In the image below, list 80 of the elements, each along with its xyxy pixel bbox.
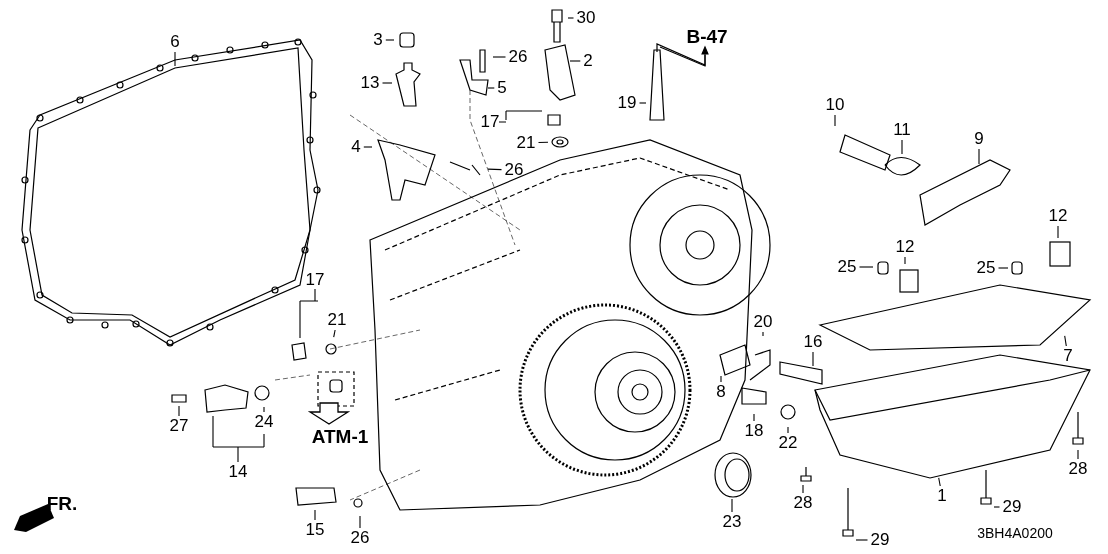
- callout-number: 15: [304, 521, 326, 539]
- drawing-number: 3BH4A0200: [977, 525, 1053, 541]
- leader-line: [498, 110, 543, 123]
- leader-line: [487, 168, 503, 171]
- callout-number: 10: [824, 96, 846, 114]
- leader-line: [333, 329, 336, 338]
- leader-line: [314, 509, 316, 521]
- leader-line: [212, 415, 265, 463]
- leader-line: [762, 331, 764, 337]
- leader-line: [720, 375, 722, 383]
- leader-line: [802, 484, 804, 494]
- leader-line: [299, 288, 319, 339]
- callout-number: 6: [169, 33, 181, 51]
- callout-number: 3: [372, 31, 384, 49]
- callout-number: 25: [836, 258, 858, 276]
- leader-line: [997, 267, 1009, 269]
- leader-line: [993, 506, 1001, 508]
- leader-line: [1064, 335, 1067, 347]
- callout-number: 21: [515, 134, 537, 152]
- leader-line: [978, 148, 980, 165]
- leader-line: [174, 51, 176, 67]
- leader-line: [537, 141, 549, 144]
- callout-number: 22: [777, 434, 799, 452]
- leader-line: [855, 539, 869, 541]
- reference-label: FR.: [46, 493, 78, 515]
- callout-number: 27: [168, 417, 190, 435]
- leader-line: [381, 82, 393, 84]
- callout-number: 28: [792, 494, 814, 512]
- leader-line: [1057, 225, 1059, 239]
- callout-number: 25: [975, 259, 997, 277]
- callout-number: 16: [802, 333, 824, 351]
- leader-line: [731, 498, 733, 513]
- leader-line: [938, 477, 941, 487]
- callout-number: 12: [1047, 207, 1069, 225]
- callout-number: 11: [892, 121, 912, 139]
- callout-number: 26: [349, 529, 371, 547]
- leader-line: [753, 413, 755, 422]
- leader-line: [363, 146, 373, 148]
- callout-number: 14: [227, 463, 249, 481]
- leader-line: [812, 351, 814, 367]
- callout-number: 1: [936, 487, 948, 505]
- callout-number: 5: [496, 79, 508, 97]
- callout-number: 29: [1001, 498, 1023, 516]
- leader-line: [487, 87, 495, 89]
- leader-line: [492, 56, 507, 58]
- leader-line: [263, 406, 265, 413]
- callout-number: 17: [479, 113, 501, 131]
- leader-line: [787, 426, 789, 434]
- reference-label: ATM-1: [311, 426, 369, 448]
- leader-line: [904, 256, 906, 265]
- callout-number: 24: [253, 413, 275, 431]
- leader-line: [901, 139, 903, 155]
- callout-number: 13: [359, 74, 381, 92]
- callout-number: 26: [507, 48, 529, 66]
- callout-number: 21: [326, 311, 348, 329]
- leader-line: [178, 405, 180, 417]
- callout-number: 2: [582, 52, 594, 70]
- callout-number: 23: [721, 513, 743, 531]
- callout-number: 7: [1062, 347, 1074, 365]
- leader-line: [638, 102, 647, 104]
- leader-line: [567, 17, 575, 19]
- callout-number: 4: [350, 138, 362, 156]
- callout-number: 26: [503, 161, 525, 179]
- leader-line: [569, 60, 581, 62]
- callout-number: 12: [894, 238, 916, 256]
- leader-line: [359, 515, 361, 529]
- callout-number: 28: [1067, 460, 1089, 478]
- reference-label: B-47: [686, 26, 728, 48]
- callout-number: 17: [304, 271, 326, 289]
- leader-line: [385, 39, 395, 41]
- callout-number: 30: [575, 9, 597, 27]
- callout-number: 9: [973, 130, 985, 148]
- leader-line: [858, 266, 874, 268]
- leader-line: [1077, 449, 1079, 460]
- callout-number: 8: [715, 383, 727, 401]
- callout-number: 20: [752, 313, 774, 331]
- callout-number: 19: [616, 94, 638, 112]
- callout-number: 18: [743, 422, 765, 440]
- callout-number: 29: [869, 531, 891, 549]
- leader-line: [834, 114, 836, 127]
